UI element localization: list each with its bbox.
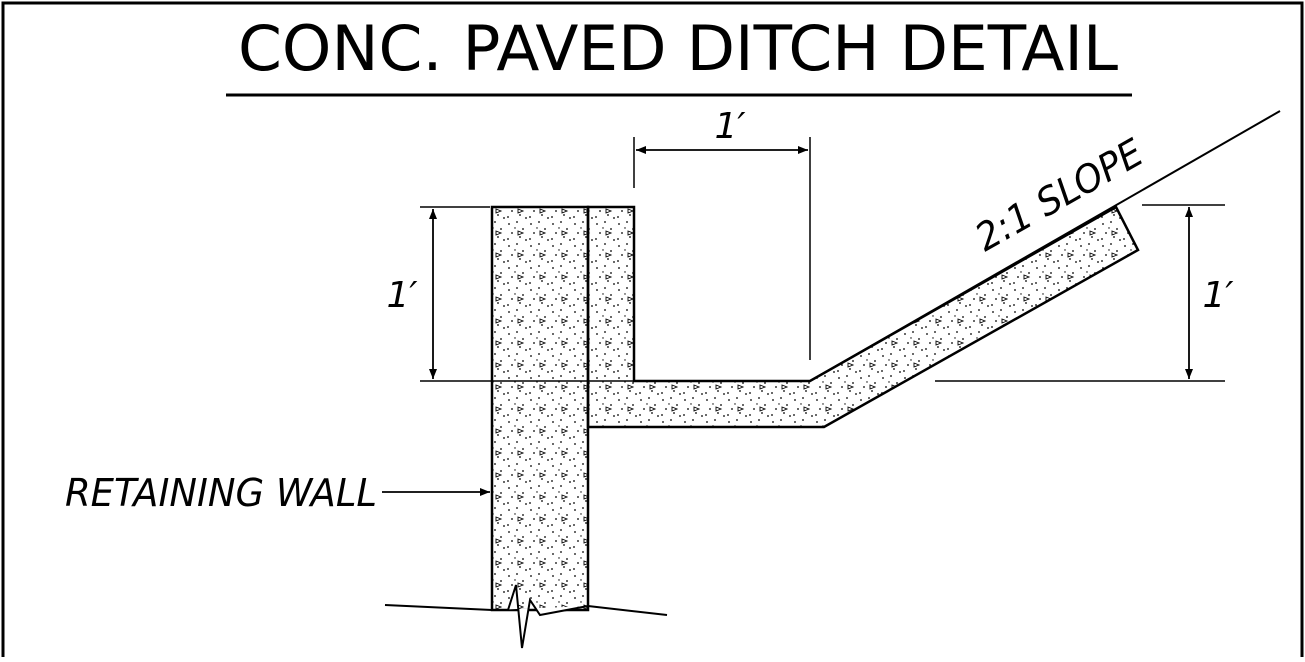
dim-text-right-height: 1′ (1202, 275, 1233, 316)
break-symbol (492, 584, 589, 649)
dim-text-top-width: 1′ (714, 106, 745, 147)
slope-ground-line (809, 110, 1281, 382)
dim-text-left-height: 1′ (386, 275, 417, 316)
ground-line-left (384, 604, 493, 611)
title-text: CONC. PAVED DITCH DETAIL (238, 12, 1118, 85)
ground-line-right (587, 605, 668, 616)
retaining-wall (490, 205, 590, 612)
retaining-wall-label: RETAINING WALL (65, 471, 377, 515)
ditch-lining (586, 205, 1140, 429)
